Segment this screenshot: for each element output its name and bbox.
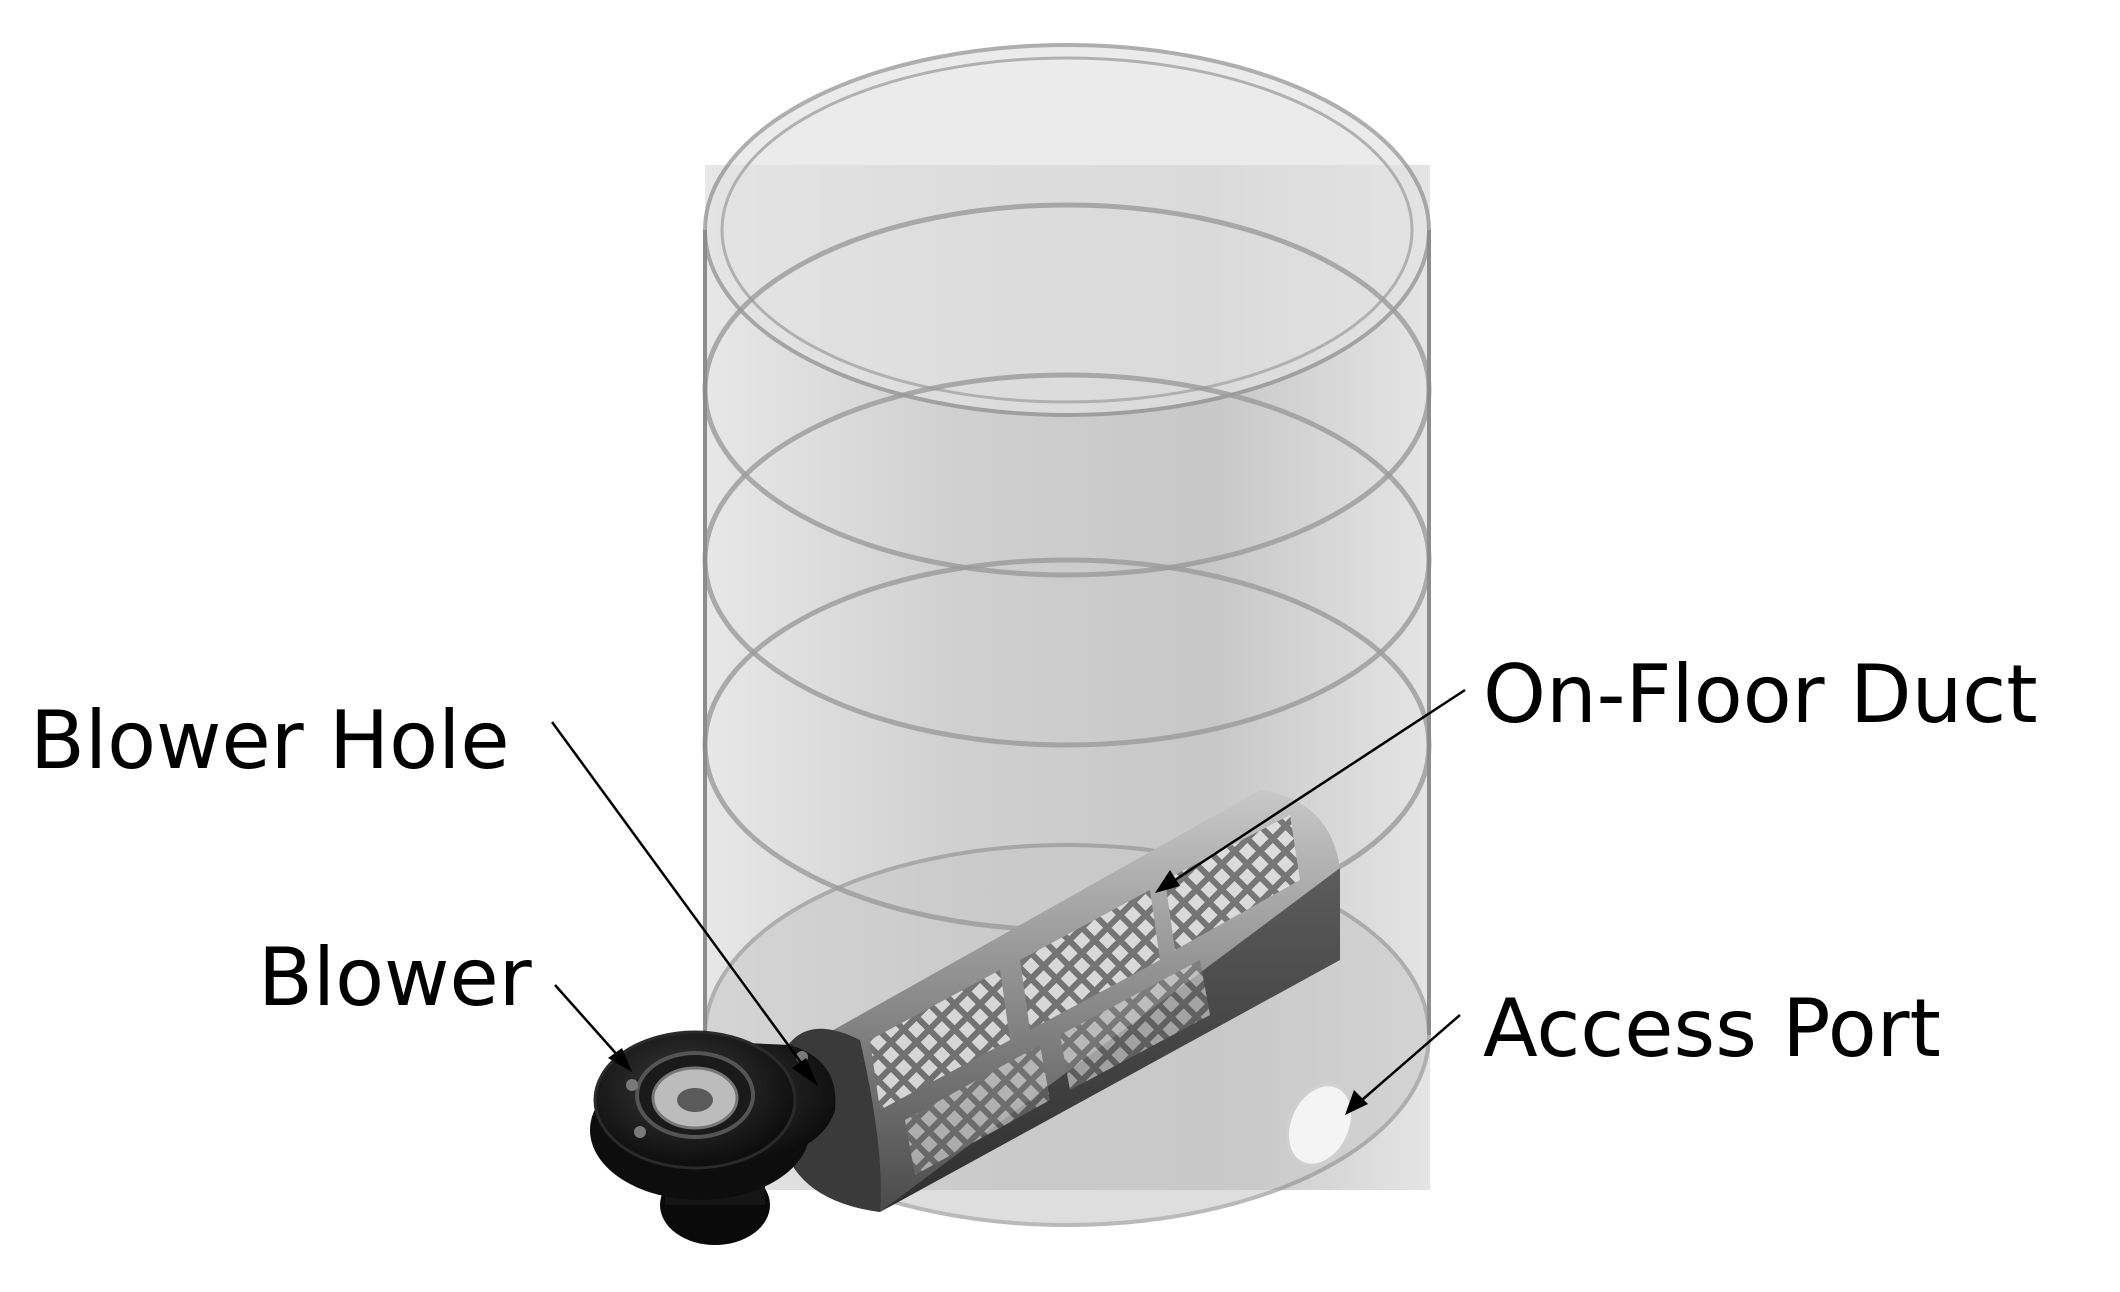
blower-screw-1: [626, 1079, 638, 1091]
barrel-top-rim: [703, 43, 1431, 417]
duct-mesh-panel-5: [1060, 960, 1210, 1090]
arrowhead-blower-hole: [792, 1058, 818, 1086]
access-port: [1286, 1083, 1354, 1167]
duct-mesh-panel-3: [1165, 815, 1300, 950]
label-on-floor-duct: On-Floor Duct: [1483, 648, 2038, 741]
leader-line-blower-hole: [550, 721, 807, 1069]
leader-line-access-port: [1361, 1014, 1461, 1101]
duct-mesh-panel-4: [905, 1045, 1050, 1175]
arrowhead-blower: [608, 1048, 632, 1072]
leader-lines: [550, 688, 1466, 1115]
blower-screw-2: [634, 1126, 646, 1138]
blower: [590, 1030, 836, 1245]
label-access-port: Access Port: [1483, 982, 1941, 1075]
leader-line-blower: [554, 984, 621, 1059]
barrel-top-inner: [720, 56, 1414, 404]
label-blower-hole: Blower Hole: [30, 694, 510, 787]
arrowhead-access-port: [1345, 1090, 1368, 1115]
blower-hub: [677, 1088, 713, 1112]
label-blower: Blower: [258, 931, 532, 1024]
duct-mesh-panel-2: [1020, 890, 1160, 1030]
arrowhead-on-floor-duct: [1155, 870, 1180, 893]
duct-mesh-panel-1: [870, 970, 1010, 1110]
leader-line-on-floor-duct: [1174, 688, 1466, 882]
